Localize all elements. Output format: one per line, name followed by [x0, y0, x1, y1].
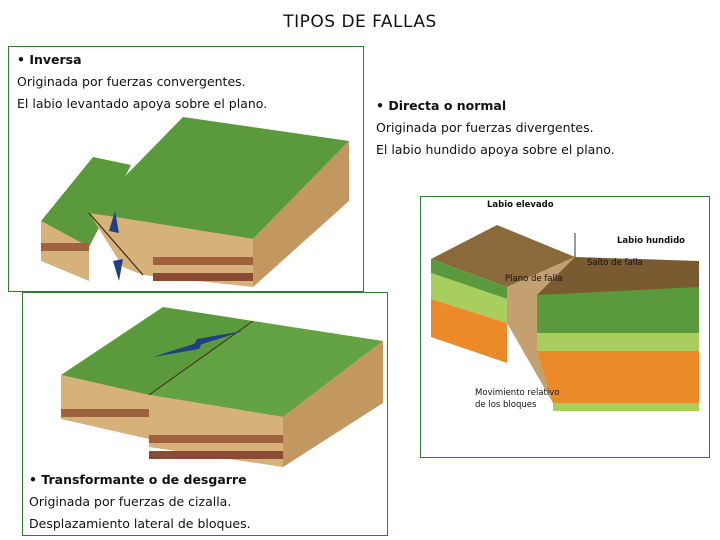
- label-movimiento: Movimiento relativo: [475, 388, 560, 398]
- inversa-line2: El labio levantado apoya sobre el plano.: [17, 96, 268, 111]
- left-block-strata: [41, 243, 89, 251]
- arrow-down-icon: [113, 259, 123, 281]
- panel-directa: Labio elevado Labio hundido Salto de fal…: [420, 196, 710, 458]
- right-block-top: [89, 117, 349, 239]
- reverse-fault-diagram: [41, 117, 349, 287]
- upthrown-top: [431, 225, 575, 287]
- downthrown-front-lightgreen: [537, 333, 699, 351]
- downthrown-front-grass: [537, 287, 699, 333]
- label-labio-elevado: Labio elevado: [487, 200, 554, 210]
- strike-slip-top-right: [149, 321, 383, 417]
- right-block-strata-1: [153, 257, 253, 265]
- transformante-line1: Originada por fuerzas de cizalla.: [29, 494, 232, 509]
- upthrown-lightgreen: [431, 273, 507, 323]
- downthrown-front-orange: [537, 351, 699, 403]
- shear-arrow-right-icon: [193, 331, 243, 347]
- right-block-front: [89, 213, 253, 287]
- transformante-heading: • Transformante o de desgarre: [29, 472, 247, 487]
- directa-line2: El labio hundido apoya sobre el plano.: [376, 142, 615, 157]
- strike-slip-front-left: [61, 375, 149, 439]
- left-block-top: [41, 157, 131, 247]
- inversa-heading: • Inversa: [17, 52, 82, 67]
- label-movimiento-2: de los bloques: [475, 400, 537, 410]
- transformante-line2: Desplazamiento lateral de bloques.: [29, 516, 251, 531]
- label-plano-falla: Plano de falla: [505, 274, 563, 284]
- directa-heading: • Directa o normal: [376, 98, 507, 113]
- strike-slip-front-right: [149, 395, 283, 467]
- strike-slip-fault-diagram: [61, 307, 383, 467]
- label-labio-hundido: Labio hundido: [617, 236, 686, 246]
- strike-slip-top-left: [61, 307, 253, 395]
- upthrown-grass: [431, 259, 507, 299]
- downthrown-base: [553, 403, 699, 411]
- strike-slip-side: [283, 341, 383, 467]
- directa-line1: Originada por fuerzas divergentes.: [376, 120, 594, 135]
- fault-plane-line: [88, 212, 144, 276]
- right-block-strata-2: [153, 273, 253, 281]
- shear-arrow-left-icon: [153, 341, 203, 357]
- panel-inversa: • Inversa Originada por fuerzas converge…: [8, 46, 364, 292]
- inversa-line1: Originada por fuerzas convergentes.: [17, 74, 246, 89]
- upthrown-orange: [431, 299, 507, 363]
- page-title: TIPOS DE FALLAS: [283, 12, 437, 32]
- strike-slip-strata-right-1: [149, 435, 283, 443]
- label-salto-falla: Salto de falla: [587, 258, 643, 268]
- normal-fault-diagram: [431, 225, 699, 411]
- right-block-side: [253, 141, 349, 287]
- strike-slip-strata-right-2: [149, 451, 283, 459]
- arrow-up-icon: [109, 211, 119, 233]
- strike-slip-strata-left: [61, 409, 149, 417]
- panel-transformante: • Transformante o de desgarre Originada …: [22, 292, 388, 536]
